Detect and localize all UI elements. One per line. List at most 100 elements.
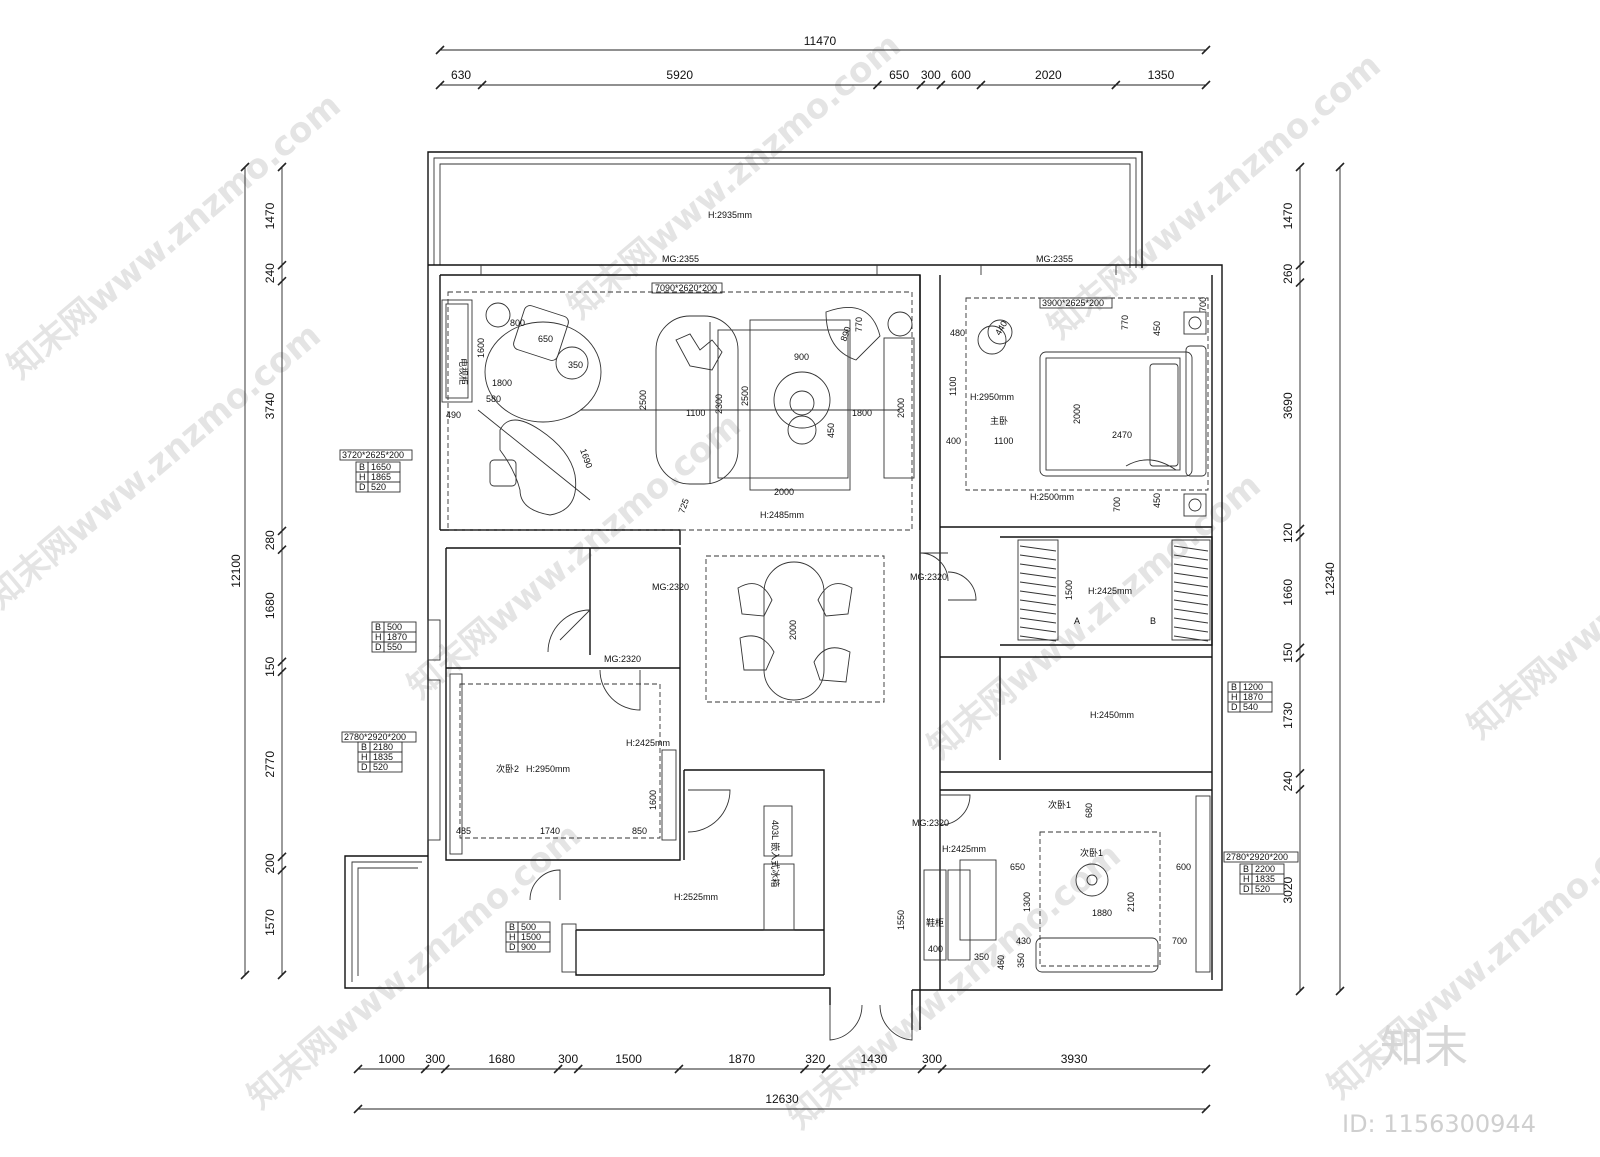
- right-dim-label: 260: [1281, 264, 1295, 284]
- study-window-spec: 3720*2625*200: [342, 450, 404, 460]
- dim-label: 2000: [1072, 404, 1082, 424]
- dim-label: 2000: [788, 620, 798, 640]
- bed1-window-spec: 2780*2920*200: [1226, 852, 1288, 862]
- dim-label: 485: [456, 826, 471, 836]
- dim-label: 800: [510, 318, 525, 328]
- dim-label: 680: [1084, 803, 1094, 818]
- watermark-text: 知末网www.znzmo.com: [560, 25, 909, 327]
- bottom-dim-label: 300: [922, 1052, 942, 1066]
- bottom-dim-label: 320: [805, 1052, 825, 1066]
- left-dim-label: 1470: [263, 202, 277, 229]
- dim-label: 725: [676, 497, 691, 515]
- dim-label: 450: [1152, 321, 1162, 336]
- bottom-dim-label: 1000: [378, 1052, 405, 1066]
- dim-label: 700: [1198, 297, 1208, 312]
- living-window-spec: 7090*2620*200: [655, 283, 717, 293]
- left-dim-label: 2770: [263, 751, 277, 778]
- walls: [344, 151, 1223, 1030]
- bhd-key: H: [375, 632, 382, 642]
- mg-hall: MG:2320: [910, 572, 947, 582]
- dining-furniture: [737, 561, 853, 701]
- kitchen-furniture: [561, 805, 795, 973]
- dim-label: 1600: [648, 790, 658, 810]
- bedroom2-furniture: [449, 673, 677, 855]
- dim-label: 1880: [1092, 908, 1112, 918]
- bhd-key: D: [375, 642, 382, 652]
- bhd-value: 520: [1255, 884, 1270, 894]
- dim-label: 890: [838, 325, 853, 343]
- bhd-key: B: [359, 462, 365, 472]
- mg-top-right: MG:2355: [1036, 254, 1073, 264]
- bhd-key: B: [1243, 864, 1249, 874]
- dim-label: 2300: [714, 394, 724, 414]
- left-total-dim: 12100: [229, 554, 243, 588]
- dim-label: 1600: [476, 338, 486, 358]
- top-dim-label: 5920: [666, 68, 693, 82]
- left-dim-label: 1680: [263, 592, 277, 619]
- dim-label: 1800: [852, 408, 872, 418]
- dim-label: 2000: [896, 398, 906, 418]
- dim-label: 1100: [948, 377, 958, 396]
- watermark-text: 知末网www.znzmo.com: [1460, 445, 1600, 747]
- dim-label: 850: [632, 826, 647, 836]
- bed2-height: H:2950mm: [526, 764, 570, 774]
- doors: [529, 552, 977, 1041]
- top-dim-label: 630: [451, 68, 471, 82]
- bottom-dim-label: 1680: [488, 1052, 515, 1066]
- bottom-dim-label: 1430: [861, 1052, 888, 1066]
- bhd-value: 1870: [387, 632, 407, 642]
- watermark-text: 知末网www.znzmo.com: [920, 465, 1269, 767]
- right-dim-label: 120: [1281, 523, 1295, 543]
- bhd-key: H: [509, 932, 516, 942]
- bhd-value: 1835: [373, 752, 393, 762]
- dim-label: 600: [1176, 862, 1191, 872]
- bottom-dim-label: 300: [425, 1052, 445, 1066]
- bottom-dim-label: 1500: [615, 1052, 642, 1066]
- dim-label: 1100: [686, 408, 705, 418]
- dim-label: 900: [794, 352, 809, 362]
- dim-label: 1740: [540, 826, 560, 836]
- dim-label: 2100: [1126, 892, 1136, 912]
- top-dim-label: 600: [951, 68, 971, 82]
- walkin-height: H:2425mm: [1088, 586, 1132, 596]
- dim-label: 1800: [492, 378, 512, 388]
- bhd-value: 520: [371, 482, 386, 492]
- bhd-value: 500: [521, 922, 536, 932]
- bhd-key: D: [1243, 884, 1250, 894]
- bhd-value: 1835: [1255, 874, 1275, 884]
- bhd-key: B: [375, 622, 381, 632]
- bhd-key: D: [361, 762, 368, 772]
- bed2-window-spec: 2780*2920*200: [344, 732, 406, 742]
- right-dim-label: 1660: [1281, 579, 1295, 606]
- bed2-label: 次卧2: [496, 763, 519, 774]
- tv-cabinet: 电视柜: [458, 358, 469, 385]
- dim-label: 700: [1112, 497, 1122, 512]
- wardrobe-a: A: [1074, 616, 1080, 626]
- dim-label: 1300: [1022, 892, 1032, 912]
- dim-label: 480: [950, 328, 965, 338]
- living-room-furniture: [441, 299, 915, 516]
- bhd-value: 900: [521, 942, 536, 952]
- top-dim-label: 2020: [1035, 68, 1062, 82]
- bath-height: H:2450mm: [1090, 710, 1134, 720]
- bhd-value: 1865: [371, 472, 391, 482]
- left-dim-label: 3740: [263, 392, 277, 419]
- dim-label: 350: [1016, 953, 1026, 968]
- mg-top-left: MG:2355: [662, 254, 699, 264]
- mg-bed2: MG:2320: [604, 654, 641, 664]
- brand-logo-text: 知末: [1380, 1022, 1468, 1073]
- dim-label: 450: [1152, 493, 1162, 508]
- dim-label: 2470: [1112, 430, 1132, 440]
- right-total-dim: 12340: [1323, 562, 1337, 596]
- right-dim-label: 1470: [1281, 202, 1295, 229]
- dim-label: 400: [928, 944, 943, 954]
- bhd-key: H: [1231, 692, 1238, 702]
- top-dim-label: 650: [889, 68, 909, 82]
